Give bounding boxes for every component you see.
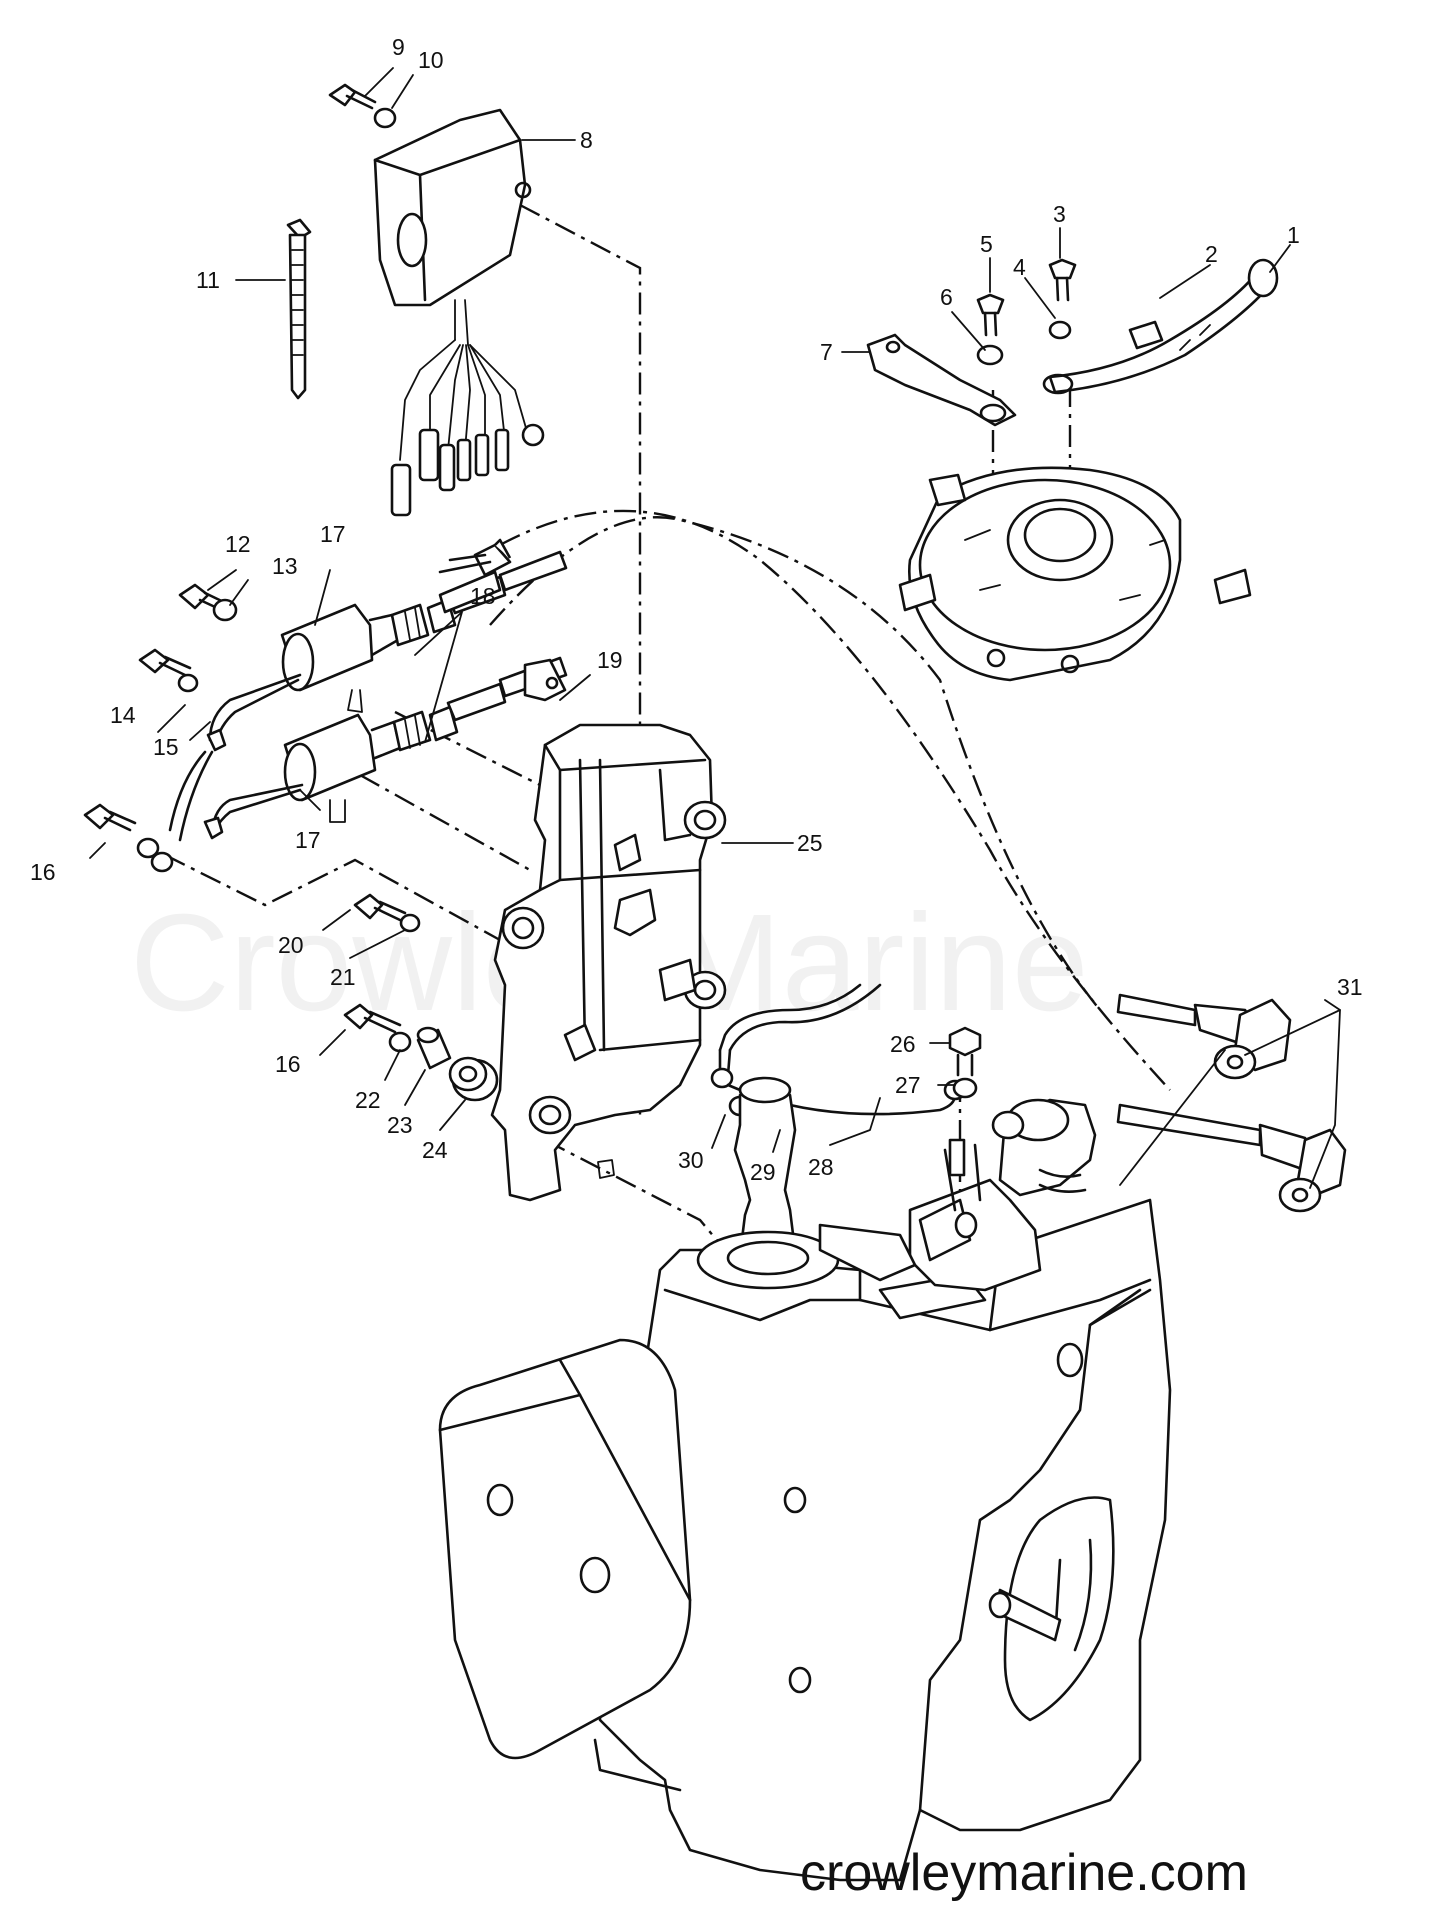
callout-28: 28 bbox=[808, 1154, 834, 1180]
callout-4: 4 bbox=[1013, 254, 1026, 280]
callout-5: 5 bbox=[980, 231, 993, 257]
screw-5 bbox=[976, 293, 1005, 337]
callout-13: 13 bbox=[272, 553, 298, 579]
ignition-module-8 bbox=[373, 108, 545, 517]
ring-terminal-b bbox=[150, 851, 174, 873]
washer-4 bbox=[1048, 320, 1072, 340]
callout-9: 9 bbox=[392, 34, 405, 60]
bracket-19 bbox=[523, 658, 567, 702]
callout-17b: 17 bbox=[295, 827, 321, 853]
washer-27 bbox=[952, 1077, 978, 1099]
callout-15: 15 bbox=[153, 734, 179, 760]
callout-8: 8 bbox=[580, 127, 593, 153]
callout-19: 19 bbox=[597, 647, 623, 673]
callout-14: 14 bbox=[110, 702, 136, 728]
engine-block bbox=[598, 1076, 1172, 1882]
callout-27: 27 bbox=[895, 1072, 921, 1098]
plug-lead-31-lower bbox=[1116, 1103, 1347, 1213]
ground-lead-ring bbox=[710, 1067, 734, 1089]
leader-lines bbox=[89, 67, 1341, 1189]
callout-16a: 16 bbox=[30, 859, 56, 885]
callout-18: 18 bbox=[470, 583, 496, 609]
cable-tie-11 bbox=[286, 218, 312, 400]
pulser-arm-1 bbox=[1042, 258, 1279, 395]
callout-26: 26 bbox=[890, 1031, 916, 1057]
callout-24: 24 bbox=[422, 1137, 448, 1163]
clip-2 bbox=[1128, 320, 1164, 350]
screw-16-lower bbox=[343, 1003, 402, 1034]
callout-23: 23 bbox=[387, 1112, 413, 1138]
screw-3 bbox=[1048, 258, 1077, 302]
callout-10: 10 bbox=[418, 47, 444, 73]
callout-11: 11 bbox=[196, 267, 220, 293]
lever-7 bbox=[866, 333, 1017, 427]
ring-terminal-a bbox=[136, 837, 160, 859]
footer-url: crowleymarine.com bbox=[800, 1844, 1248, 1902]
washer-15 bbox=[177, 673, 199, 693]
screw-9 bbox=[328, 83, 377, 110]
plug-lead-31-upper bbox=[1116, 993, 1292, 1080]
callout-2: 2 bbox=[1205, 241, 1218, 267]
coil-terminal-upper bbox=[206, 728, 227, 752]
callout-31: 31 bbox=[1337, 974, 1363, 1000]
callout-17a: 17 bbox=[320, 521, 346, 547]
plug-lead-end-upper bbox=[494, 538, 512, 559]
cylinder-cover bbox=[438, 1338, 692, 1792]
washer-22 bbox=[388, 1031, 412, 1053]
callout-16b: 16 bbox=[275, 1051, 301, 1077]
plug-lead-wire-upper bbox=[438, 553, 492, 574]
washer-6 bbox=[976, 344, 1004, 366]
screw-14 bbox=[138, 648, 192, 677]
callout-25: 25 bbox=[797, 830, 823, 856]
callout-12: 12 bbox=[225, 531, 251, 557]
callout-21: 21 bbox=[330, 964, 356, 990]
callout-3: 3 bbox=[1053, 201, 1066, 227]
washer-13 bbox=[212, 598, 238, 622]
ground-wire-a bbox=[168, 750, 207, 832]
ground-lead-28 bbox=[718, 983, 882, 1052]
callout-6: 6 bbox=[940, 284, 953, 310]
plug-lead-cap-upper bbox=[473, 543, 512, 577]
screw-16-left bbox=[83, 803, 137, 832]
washer-10 bbox=[373, 107, 397, 129]
coil-lead-upper bbox=[208, 673, 302, 747]
callout-29: 29 bbox=[750, 1159, 776, 1185]
stator-plate bbox=[898, 466, 1252, 682]
plug-lead-boot-upper bbox=[438, 570, 502, 614]
collar-23 bbox=[416, 1026, 452, 1070]
washer-21 bbox=[399, 913, 421, 933]
coil-terminal-lower bbox=[203, 816, 224, 840]
callout-22: 22 bbox=[355, 1087, 381, 1113]
callout-30: 30 bbox=[678, 1147, 704, 1173]
callout-20: 20 bbox=[278, 932, 304, 958]
callout-1: 1 bbox=[1287, 222, 1300, 248]
bolt-26 bbox=[948, 1026, 982, 1077]
callouts: 1 2 3 4 5 6 7 8 9 10 11 12 13 14 15 16 1… bbox=[30, 34, 1363, 1185]
screw-20 bbox=[353, 893, 407, 922]
callout-7: 7 bbox=[820, 339, 833, 365]
mounting-plate-25 bbox=[490, 723, 727, 1202]
ground-wire-b bbox=[178, 750, 214, 842]
grommet-24 bbox=[448, 1056, 499, 1102]
